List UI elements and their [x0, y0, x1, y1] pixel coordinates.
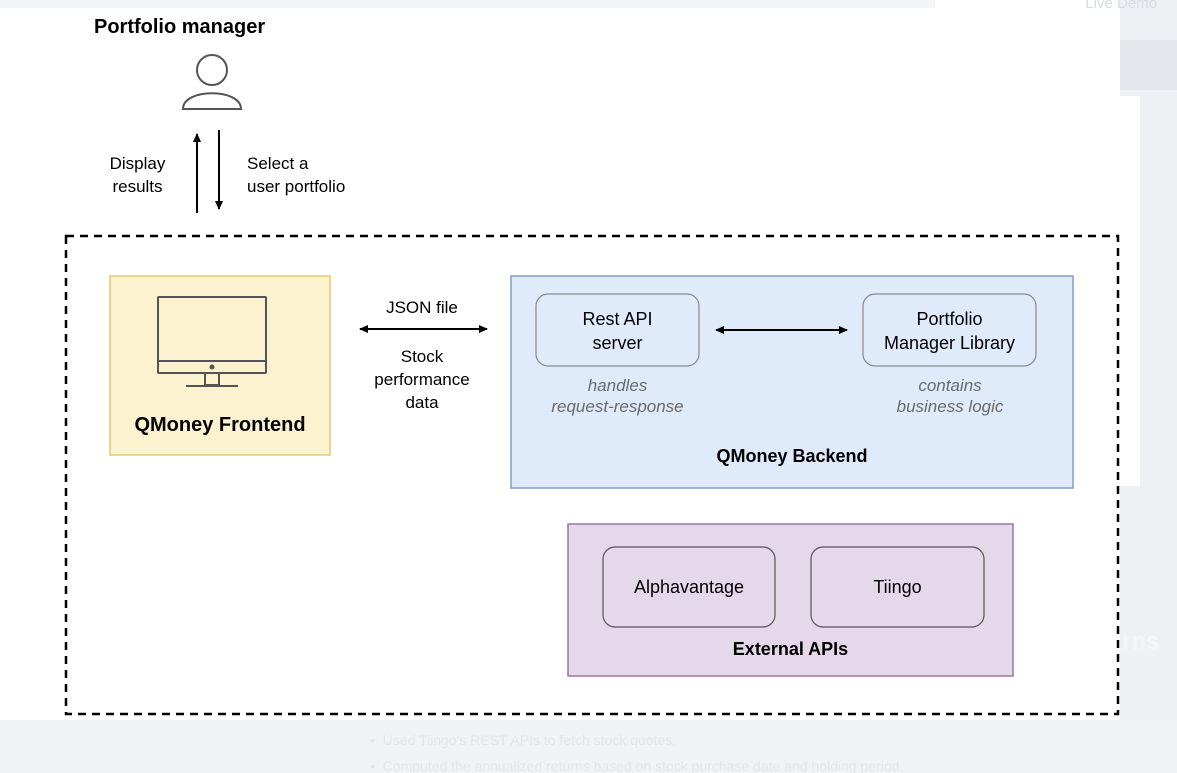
background-card: [1120, 40, 1177, 90]
system-boundary: [64, 234, 1120, 716]
background-right-panel: [1120, 0, 1177, 720]
backend-title: QMoney Backend: [716, 446, 868, 466]
alphavantage-box: [602, 546, 776, 628]
actor-title: Portfolio manager: [94, 16, 266, 38]
rest-api-note: handles request-response: [551, 376, 684, 416]
tiingo-box: [810, 546, 985, 628]
rest-api-server-box: [535, 293, 700, 367]
portfolio-library-note: contains business logic: [896, 376, 1004, 416]
background-card-secondary: [1120, 96, 1140, 486]
background-bullet-list: • Used Tiingo's REST APIs to fetch stock…: [370, 727, 903, 773]
frontend-box: [109, 275, 331, 456]
select-portfolio-label: Select a user portfolio: [247, 154, 346, 196]
tiingo-label: Tiingo: [873, 577, 922, 597]
background-bottom-band: [0, 720, 1177, 773]
alphavantage-label: Alphavantage: [633, 577, 745, 597]
rest-api-server-label: Rest API server: [582, 309, 653, 353]
frontend-title: QMoney Frontend: [134, 414, 306, 436]
portfolio-library-label: Portfolio Manager Library: [883, 309, 1016, 353]
user-icon: [181, 54, 243, 110]
external-apis-title: External APIs: [732, 639, 849, 659]
display-results-label: Display results: [109, 154, 166, 196]
json-file-label: JSON file: [386, 298, 458, 317]
background-top-strip: [0, 0, 935, 8]
background-bullet-item: • Computed the annualized returns based …: [370, 758, 904, 773]
portfolio-library-box: [862, 293, 1037, 367]
stock-performance-label: Stock performance data: [374, 347, 470, 412]
monitor-icon: [157, 296, 267, 387]
background-heading-fragment: rns: [1122, 628, 1160, 655]
background-bullet-item: • Used Tiingo's REST APIs to fetch stock…: [370, 732, 677, 748]
